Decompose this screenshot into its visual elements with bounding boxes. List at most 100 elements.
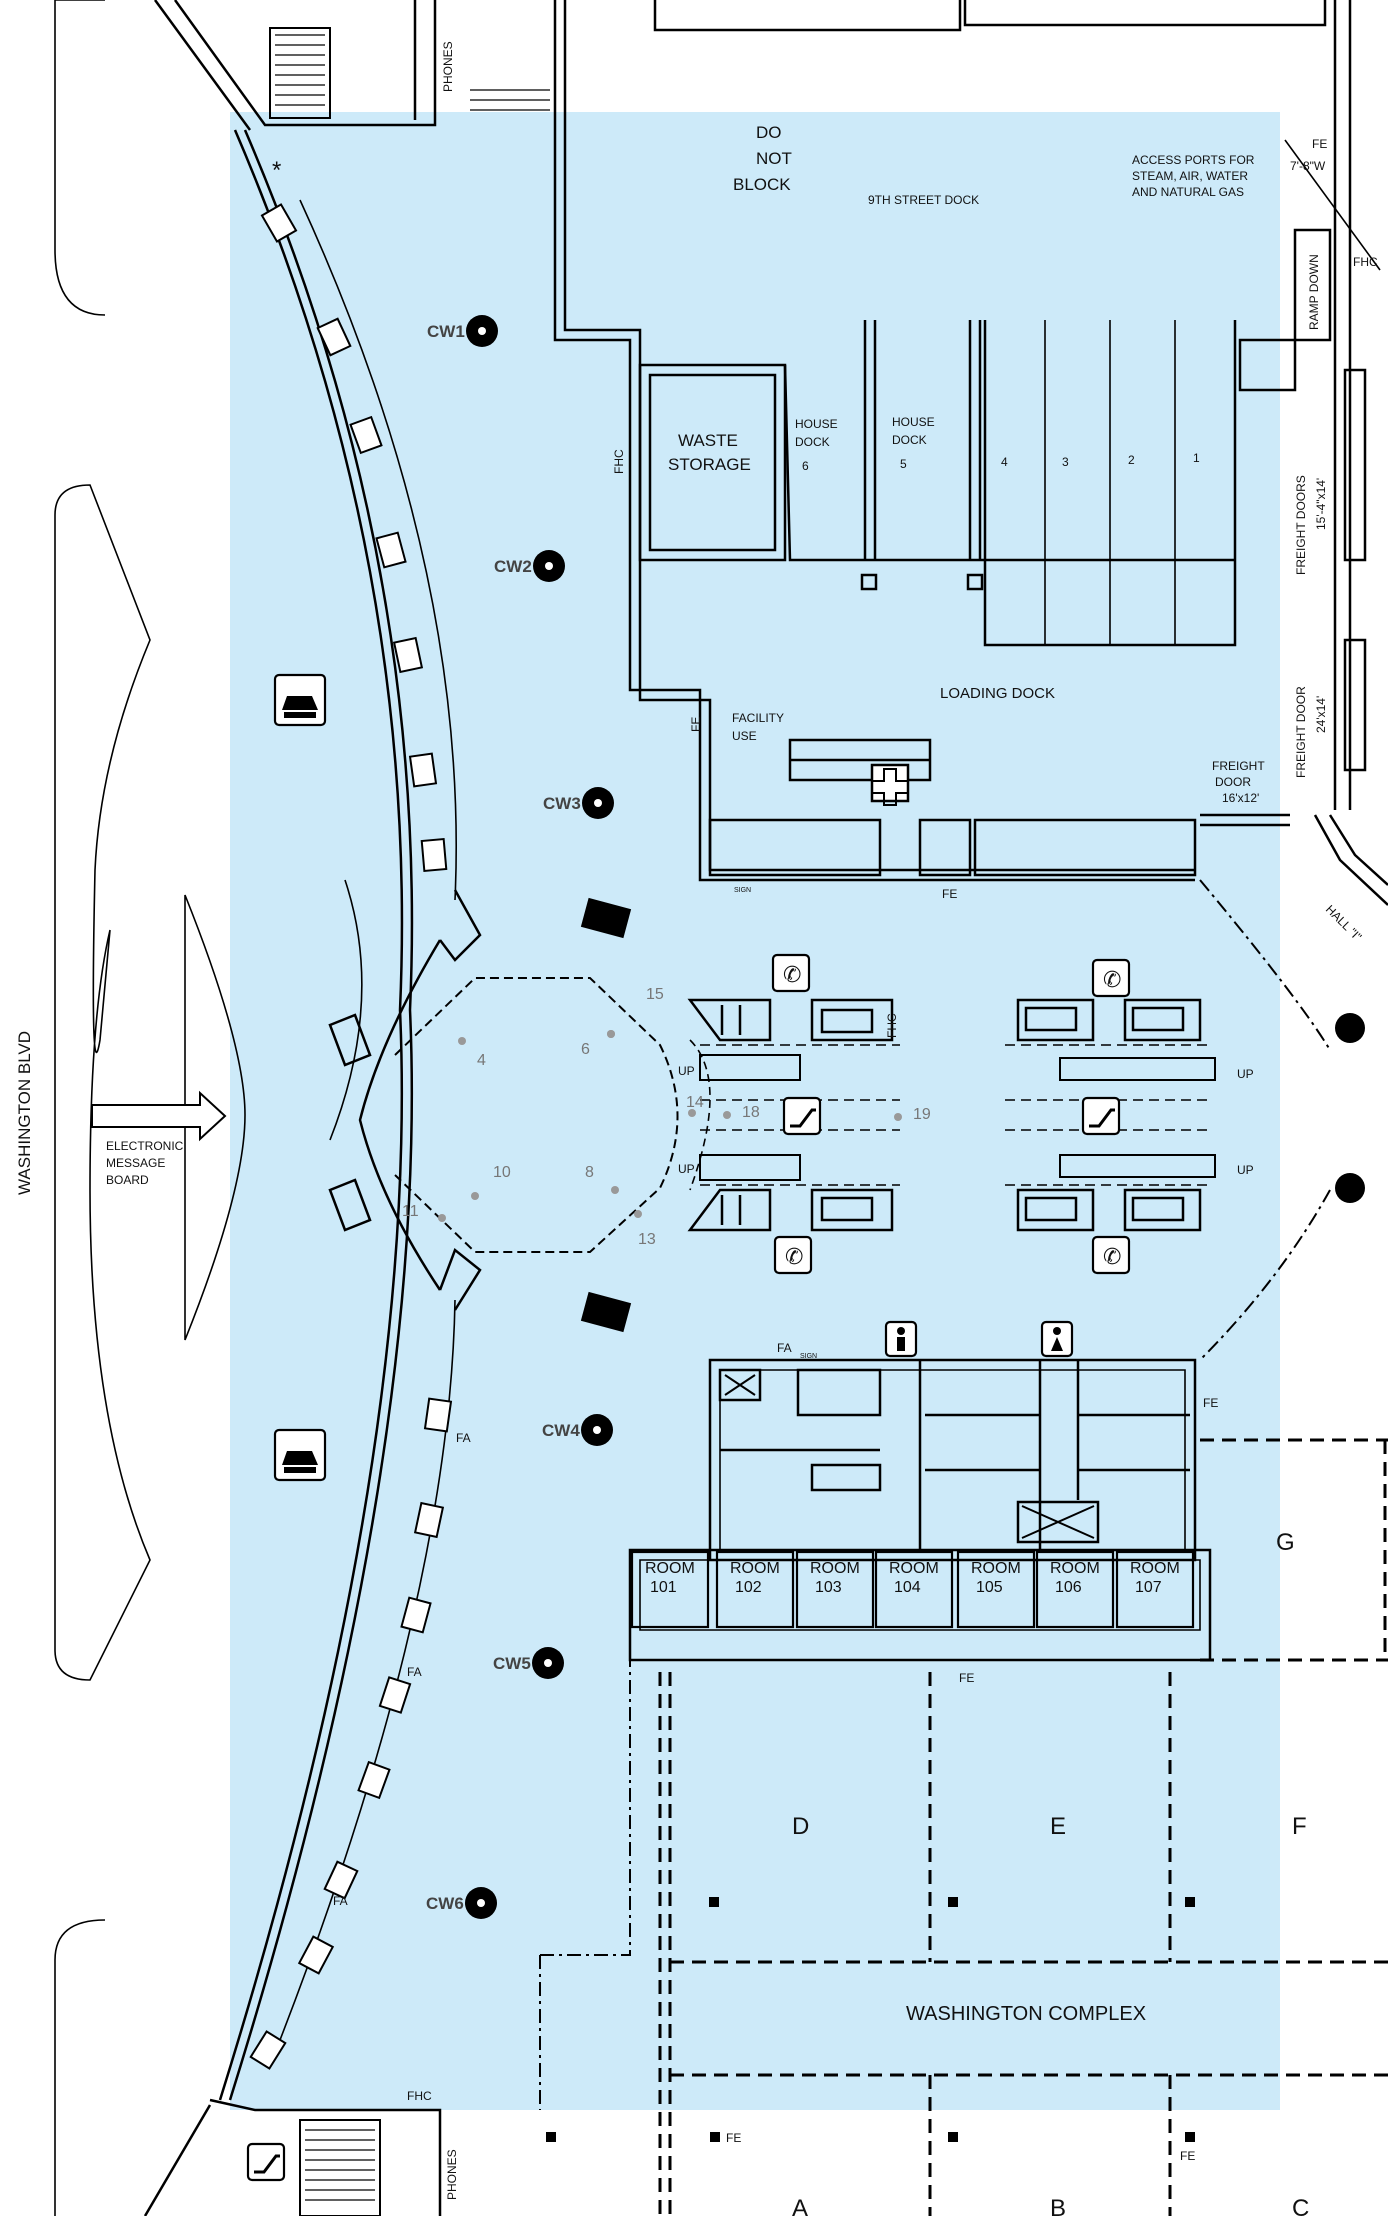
svg-text:FACILITY: FACILITY [732,711,784,725]
rotunda-point-dot [458,1037,466,1045]
svg-text:HOUSE: HOUSE [795,417,838,431]
svg-text:WASTE: WASTE [678,431,738,450]
ramp-down-label: RAMP DOWN [1307,254,1321,330]
phone-icon: ✆ [773,1235,813,1275]
rotunda-point-dot [634,1210,642,1218]
svg-text:HOUSE: HOUSE [892,415,935,429]
dock-bay-numbers: 4 3 2 1 [1001,451,1200,469]
escalator-icon [1081,1096,1121,1136]
meeting-room-number: 104 [894,1579,921,1596]
fa-label-restroom: FA [777,1341,792,1355]
svg-text:DOOR: DOOR [1215,775,1251,789]
meeting-room-word: ROOM [889,1560,939,1577]
meeting-room: ROOM 104 [874,1550,954,1629]
sign-label-restroom: SIGN [800,1353,817,1360]
rotunda-point: 8 [585,1164,619,1194]
fhc-label-right: FHC [1353,255,1378,269]
sign-label-dock: SIGN [734,887,751,894]
street-dock-label: 9TH STREET DOCK [868,193,979,207]
taxi-icon [273,673,327,727]
message-board-label-3: BOARD [106,1173,149,1187]
cw-marker-center [478,327,486,335]
cw-marker: CW1 [427,315,498,347]
cw-marker-label: CW6 [426,1894,464,1913]
svg-text:FREIGHT DOORS: FREIGHT DOORS [1294,475,1308,575]
meeting-room-number: 106 [1055,1579,1082,1596]
meeting-room-word: ROOM [645,1560,695,1577]
meeting-room-outline [715,1550,795,1629]
escalator-cluster-right [1005,998,1216,1232]
waste-storage-label: WASTE STORAGE [668,431,751,474]
rotunda-point-label: 14 [686,1094,704,1111]
cw-marker-label: CW3 [543,794,581,813]
street-outline [54,0,246,2216]
cw-marker: CW5 [493,1647,564,1679]
cw-marker-center [544,1659,552,1667]
rotunda-point-dot [607,1030,615,1038]
svg-text:5: 5 [900,457,907,471]
lobby-boundary [539,879,1331,2110]
rotunda-point: 10 [471,1164,511,1200]
rotunda-point-dot [723,1111,731,1119]
fe-label-lower: FE [1180,2149,1195,2163]
facade-mullions [249,203,453,2070]
svg-text:4: 4 [1001,455,1008,469]
column-marker [1335,1013,1365,1043]
fe-label-mid: FE [689,717,703,732]
facility-use-label: FACILITY USE [732,711,784,743]
highlighted-lobby-region [230,112,1280,2110]
svg-text:✆: ✆ [1103,967,1121,992]
svg-text:STORAGE: STORAGE [668,455,751,474]
rotunda-point-dot [894,1113,902,1121]
street-name: WASHINGTON BLVD [15,1031,34,1195]
escalator-left-top [699,1054,801,1081]
rotunda-point: 11 [402,1203,446,1222]
rotunda-point-dot [688,1109,696,1117]
svg-text:15'-4"x14': 15'-4"x14' [1314,478,1328,530]
rotunda-point-label: 6 [581,1041,590,1058]
meeting-room-outline [956,1550,1036,1629]
escalator-up-label: UP [1237,1163,1254,1177]
phone-icon: ✆ [771,953,811,993]
phones-label-top: PHONES [441,41,455,92]
fe-label-lower: FE [726,2131,741,2145]
meeting-room-number: 107 [1135,1579,1162,1596]
hall-label-c: C [1292,2195,1309,2216]
meeting-room-outline [1115,1550,1195,1629]
meeting-room-layer: ROOM101ROOM102ROOM103ROOM104ROOM105ROOM1… [630,1550,1195,1629]
svg-text:DOCK: DOCK [795,435,830,449]
freight-door-2-label: FREIGHT DOOR 24'x14' [1294,686,1328,778]
escalator-up-label: UP [678,1064,695,1078]
rotunda-outline [394,977,679,1253]
fe-label-corridor: FE [942,887,957,901]
house-dock-5-label: HOUSE DOCK 5 [892,415,935,471]
access-ports-label: ACCESS PORTS FOR STEAM, AIR, WATER AND N… [1132,153,1255,199]
rotunda-point-label: 19 [913,1106,931,1123]
rotunda-point: 18 [723,1104,760,1121]
svg-text:NOT: NOT [756,149,792,168]
svg-text:DOCK: DOCK [892,433,927,447]
rotunda-facade [328,889,482,1311]
hall-label-f: F [1292,1813,1307,1840]
cw-marker-label: CW5 [493,1654,531,1673]
message-board-arrow-icon [91,1090,227,1142]
cw-marker-center [593,1426,601,1434]
svg-text:FREIGHT DOOR: FREIGHT DOOR [1294,686,1308,778]
house-dock-6-label: HOUSE DOCK 6 [795,417,838,473]
svg-text:BLOCK: BLOCK [733,175,791,194]
svg-text:2: 2 [1128,453,1135,467]
fhc-label-escalator: FHC [885,1013,899,1038]
cw-marker-label: CW2 [494,557,532,576]
cw-marker-label: CW1 [427,322,465,341]
svg-text:6: 6 [802,459,809,473]
fa-label: FA [333,1894,348,1908]
hall-i-label: HALL "I" [1323,902,1365,944]
escalator-left-bottom [699,1154,801,1181]
rotunda-point: 15 [607,986,664,1038]
message-board-label: ELECTRONIC [106,1139,184,1153]
washington-complex-label: WASHINGTON COMPLEX [906,2003,1146,2025]
